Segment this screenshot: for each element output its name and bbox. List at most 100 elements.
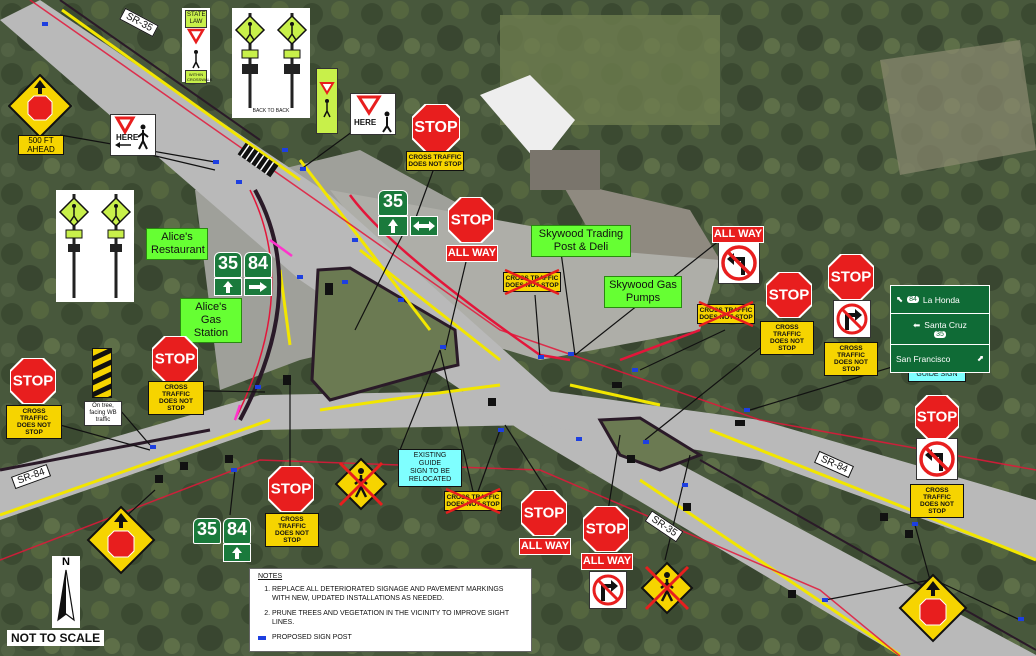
stop-sign-north-center: STOP bbox=[447, 196, 495, 244]
route-84-shield-south: 84 bbox=[223, 518, 251, 544]
cross-traffic-plaque-south: CROSS TRAFFIC DOES NOT STOP bbox=[265, 513, 319, 547]
guide-row-san-francisco: San Francisco ⬈ bbox=[891, 344, 989, 372]
arrow-right-icon bbox=[249, 282, 267, 292]
ped-sign-removed-south bbox=[640, 561, 694, 615]
yield-here-sign-east: HERE bbox=[350, 93, 396, 135]
yield-here-icon-east bbox=[356, 95, 392, 133]
double-arrow-plaque-north bbox=[410, 216, 438, 236]
stop-ahead-sign-sw bbox=[86, 505, 156, 575]
stop-text: STOP bbox=[523, 504, 565, 522]
sr84-roadway bbox=[0, 390, 1036, 560]
stop-ahead-plaque: 500 FT AHEAD bbox=[18, 135, 64, 155]
stop-sign-east: STOP bbox=[827, 253, 875, 301]
black-edge-sr35 bbox=[59, 0, 261, 141]
no-left-turn-sign-east bbox=[916, 438, 958, 480]
no-left-turn-icon bbox=[721, 245, 757, 281]
all-way-plaque-ne: ALL WAY bbox=[712, 226, 764, 243]
no-right-turn-sign bbox=[833, 300, 871, 338]
not-to-scale-label: NOT TO SCALE bbox=[7, 630, 105, 646]
pedestrian-removed-icon-south bbox=[640, 561, 694, 615]
yellow-line-west-lot bbox=[278, 269, 292, 346]
here-text-east: HERE bbox=[354, 118, 377, 127]
ped-assembly-west bbox=[56, 190, 134, 302]
yield-here-icon bbox=[114, 116, 149, 150]
note-item-1: REPLACE ALL DETERIORATED SIGNAGE AND PAV… bbox=[272, 585, 523, 603]
guide-text-la-honda: La Honda bbox=[922, 294, 960, 305]
route-35-shield-south: 35 bbox=[193, 518, 221, 544]
arrow-up-icon-north bbox=[388, 219, 398, 233]
removed-cross-traffic-plaque-1: CROSS TRAFFIC DOES NOT STOP bbox=[503, 268, 561, 296]
north-letter: N bbox=[62, 556, 70, 568]
label-alices-gas-station: Alice's Gas Station bbox=[180, 298, 242, 343]
stop-sign-se: STOP bbox=[914, 394, 960, 440]
arrow-left-icon: ⬅ bbox=[913, 320, 921, 330]
notes-list: REPLACE ALL DETERIORATED SIGNAGE AND PAV… bbox=[258, 585, 523, 627]
legend-text: PROPOSED SIGN POST bbox=[272, 634, 352, 641]
arrow-up-left-icon: ⬉ bbox=[896, 294, 904, 304]
strike-x-icon-2 bbox=[698, 300, 754, 328]
yellow-line-sr84-west bbox=[0, 418, 271, 517]
southeast-island bbox=[597, 416, 704, 472]
arrow-up-icon bbox=[223, 281, 233, 293]
ped-crossing-west-icon bbox=[58, 194, 132, 298]
guide-row-la-honda: ⬉ 84 La Honda bbox=[891, 286, 989, 313]
stop-text: STOP bbox=[768, 286, 810, 304]
stop-sign-south: STOP bbox=[267, 465, 315, 513]
traffic-island bbox=[310, 266, 460, 402]
stop-text: STOP bbox=[414, 119, 458, 136]
crosswalk bbox=[237, 142, 279, 178]
pink-arrow-north bbox=[269, 238, 293, 258]
pink-arrow-south bbox=[233, 404, 242, 421]
notes-box: NOTES REPLACE ALL DETERIORATED SIGNAGE A… bbox=[249, 568, 532, 652]
guide-sign: ⬉ 84 La Honda ⬅Santa Cruz 35 San Francis… bbox=[890, 285, 990, 373]
notes-legend: PROPOSED SIGN POST bbox=[258, 633, 523, 642]
no-right-turn-icon-south bbox=[592, 574, 624, 606]
label-skywood-gas-pumps: Skywood Gas Pumps bbox=[604, 276, 682, 308]
no-left-turn-sign-north bbox=[718, 242, 760, 284]
red-curb-line bbox=[348, 194, 571, 362]
stop-text: STOP bbox=[12, 372, 54, 390]
here-text: HERE bbox=[116, 133, 139, 142]
stop-sign-south-center: STOP bbox=[520, 489, 568, 537]
notes-heading: NOTES bbox=[258, 573, 283, 580]
stop-text: STOP bbox=[585, 520, 627, 538]
yellow-line-east-short bbox=[569, 383, 661, 407]
arrow-up-icon-south bbox=[232, 547, 242, 559]
label-existing-guide-sign: EXISTING GUIDE SIGN TO BE RELOCATED bbox=[398, 449, 462, 487]
right-of-way-line-south bbox=[0, 459, 901, 656]
all-way-plaque-south: ALL WAY bbox=[519, 538, 571, 555]
straight-arrow-plaque-south bbox=[223, 544, 251, 562]
stop-ahead-icon-se bbox=[898, 573, 968, 643]
state-law-plaque: STATE LAW bbox=[185, 10, 207, 28]
all-way-plaque-north: ALL WAY bbox=[446, 245, 498, 262]
route-35-shield-west: 35 bbox=[214, 252, 242, 278]
removed-cross-traffic-plaque-3: CROSS TRAFFIC DOES NOT STOP bbox=[444, 487, 502, 515]
stop-sign-far-west: STOP bbox=[9, 357, 57, 405]
cross-traffic-plaque-far-west: CROSS TRAFFIC DOES NOT STOP bbox=[6, 405, 62, 439]
dirt-clearing bbox=[880, 40, 1036, 175]
yellow-line-center bbox=[298, 159, 432, 331]
yield-to-ped-icon bbox=[186, 28, 206, 69]
stop-text: STOP bbox=[154, 350, 196, 368]
stop-ahead-sign bbox=[7, 73, 73, 139]
stop-sign-west: STOP bbox=[151, 335, 199, 383]
cross-traffic-plaque-se: CROSS TRAFFIC DOES NOT STOP bbox=[910, 484, 964, 518]
ped-sign-removed-center bbox=[334, 457, 388, 511]
skywood-building bbox=[530, 150, 600, 190]
all-way-plaque-south-2: ALL WAY bbox=[581, 553, 633, 570]
cross-traffic-plaque-east: CROSS TRAFFIC DOES NOT STOP bbox=[824, 342, 878, 376]
stop-text: STOP bbox=[270, 480, 312, 498]
arrow-up-right-icon: ⬈ bbox=[976, 353, 984, 363]
cross-traffic-plaque-ne: CROSS TRAFFIC DOES NOT STOP bbox=[760, 321, 814, 355]
building-roof bbox=[480, 75, 575, 165]
label-skywood-trading-post: Skywood Trading Post & Deli bbox=[531, 225, 631, 257]
cross-traffic-plaque-west: CROSS TRAFFIC DOES NOT STOP bbox=[148, 381, 204, 415]
yield-to-ped-small-icon bbox=[319, 82, 335, 118]
yellow-line-sr84-east bbox=[709, 428, 1036, 562]
guide-text-san-francisco: San Francisco bbox=[896, 353, 951, 364]
on-tree-note: On tree, facing WB traffic bbox=[84, 401, 122, 426]
stop-ahead-sign-se bbox=[898, 573, 968, 643]
stop-ahead-icon bbox=[7, 73, 73, 139]
stop-sign-ne: STOP bbox=[765, 271, 813, 319]
route-35-mini: 35 bbox=[934, 331, 946, 338]
